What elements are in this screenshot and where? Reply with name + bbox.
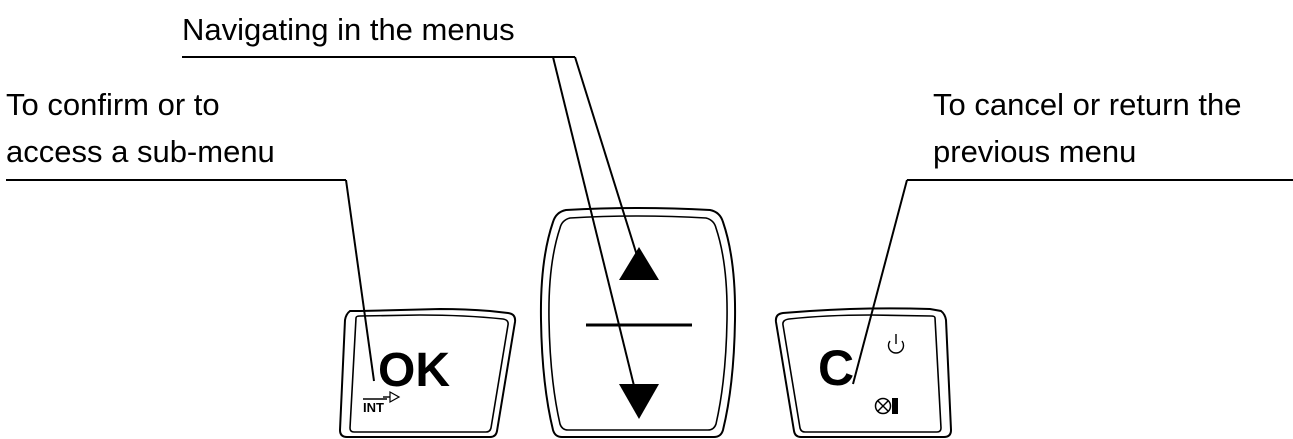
navigate-callout-text: Navigating in the menus xyxy=(182,12,515,47)
navigate-leader-down xyxy=(552,56,638,399)
confirm-callout-line-1: To confirm or to xyxy=(6,87,220,122)
navigate-leader-up xyxy=(574,56,640,263)
cancel-leader-line xyxy=(852,179,908,385)
int-key-sublabel: INT xyxy=(363,400,384,415)
ok-button[interactable]: OK INT xyxy=(338,307,517,438)
down-triangle-icon[interactable] xyxy=(619,384,659,419)
cancel-callout-line-2: previous menu xyxy=(933,134,1136,169)
right-arrow-icon xyxy=(383,390,401,404)
ok-key-label: OK xyxy=(378,344,450,397)
confirm-callout-line-2: access a sub-menu xyxy=(6,134,275,169)
mute-icon xyxy=(874,397,898,415)
confirm-leader-line xyxy=(345,179,375,382)
power-icon xyxy=(887,334,905,354)
c-key-label: C xyxy=(818,340,854,396)
navigation-key[interactable] xyxy=(539,207,737,438)
cancel-callout-line-1: To cancel or return the xyxy=(933,87,1241,122)
up-triangle-icon[interactable] xyxy=(619,247,659,280)
cancel-button[interactable]: C xyxy=(774,307,953,438)
